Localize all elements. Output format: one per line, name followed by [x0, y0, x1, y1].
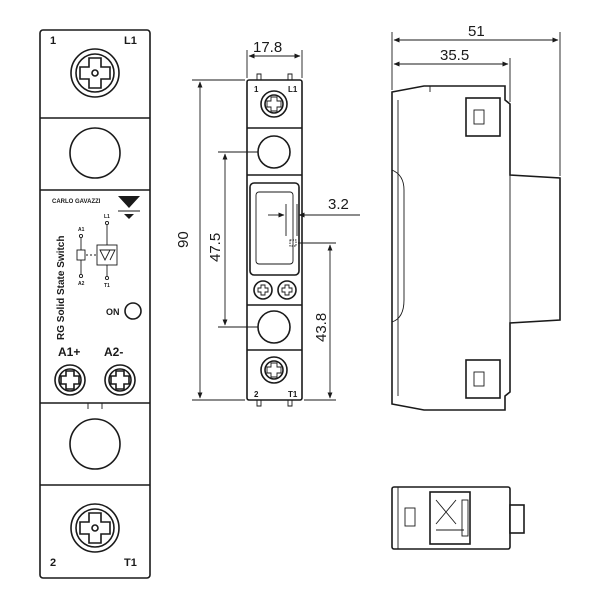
narrow-screw-right-icon — [277, 280, 297, 300]
svg-text:T1: T1 — [104, 283, 110, 289]
front-top-hole — [69, 127, 121, 179]
dimension-lower-height: 43.8 — [298, 242, 336, 401]
dimension-pin-offset: 3.2 — [268, 196, 360, 236]
dimension-width-narrow: 17.8 — [246, 39, 303, 78]
front-screw-a1-icon — [54, 364, 86, 396]
narrow-terminal-2: 2 — [254, 390, 259, 399]
narrow-window-inner — [255, 191, 294, 265]
front-top-screw-icon — [70, 48, 120, 98]
front-control-minus: A2- — [104, 345, 123, 359]
front-led-label: ON — [106, 307, 120, 317]
narrow-terminal-1: 1 — [254, 85, 259, 94]
front-brand-label: CARLO GAVAZZI — [52, 199, 101, 205]
narrow-pin-marker — [289, 239, 297, 247]
svg-text:90: 90 — [175, 231, 192, 248]
bottom-rail-tab — [509, 504, 525, 534]
front-terminal-l1: L1 — [124, 35, 137, 47]
svg-text:17.8: 17.8 — [253, 39, 282, 56]
side-body-outline — [391, 85, 561, 411]
narrow-window — [249, 182, 300, 276]
front-schematic-icon: A1 A2 L1 T1 — [76, 214, 118, 289]
side-bottom-latch — [465, 359, 501, 399]
front-logo-small-icon — [124, 214, 134, 219]
narrow-screw-left-icon — [253, 280, 273, 300]
bottom-slot — [404, 507, 416, 527]
narrow-bottom-screw-icon — [260, 356, 288, 384]
svg-text:35.5: 35.5 — [440, 47, 469, 64]
narrow-terminal-t1: T1 — [288, 390, 298, 399]
dimension-depth-partial: 35.5 — [393, 47, 511, 102]
svg-text:3.2: 3.2 — [328, 196, 349, 213]
front-control-plus: A1+ — [58, 345, 80, 359]
front-terminal-2: 2 — [50, 557, 56, 569]
dimension-pitch-screws: 47.5 — [207, 151, 258, 328]
narrow-top-clips — [256, 73, 293, 80]
front-view: 1 L1 CARLO GAVAZZI RG Solid State Switch… — [39, 29, 151, 579]
svg-text:51: 51 — [468, 23, 485, 40]
narrow-bottom-clips — [256, 400, 293, 407]
side-top-latch — [465, 97, 501, 137]
narrow-top-screw-icon — [260, 90, 288, 118]
svg-text:A1: A1 — [78, 227, 85, 233]
side-view — [391, 85, 561, 411]
dimension-depth-total: 51 — [391, 23, 561, 176]
front-product-name: RG Solid State Switch — [56, 236, 67, 340]
bottom-terminal-icon — [435, 499, 464, 531]
front-notch — [87, 403, 103, 409]
front-bottom-screw-icon — [70, 503, 120, 553]
dimension-height-total: 90 — [175, 79, 245, 401]
side-clip-curve — [391, 169, 405, 323]
narrow-bottom-hole — [257, 310, 291, 344]
front-bottom-hole — [69, 418, 121, 470]
front-terminal-t1: T1 — [124, 557, 137, 569]
svg-text:47.5: 47.5 — [207, 233, 224, 262]
svg-text:A2: A2 — [78, 281, 85, 287]
front-screw-a2-icon — [104, 364, 136, 396]
front-terminal-1: 1 — [50, 35, 56, 47]
narrow-terminal-l1: L1 — [288, 85, 298, 94]
narrow-view: 1 L1 2 T1 — [246, 73, 303, 407]
front-led-indicator — [124, 302, 142, 320]
svg-text:43.8: 43.8 — [313, 313, 330, 342]
front-brand-logo-icon — [118, 196, 140, 208]
bottom-view — [391, 486, 525, 550]
svg-text:L1: L1 — [104, 214, 110, 220]
front-body-outline — [39, 29, 151, 579]
narrow-top-hole — [257, 135, 291, 169]
